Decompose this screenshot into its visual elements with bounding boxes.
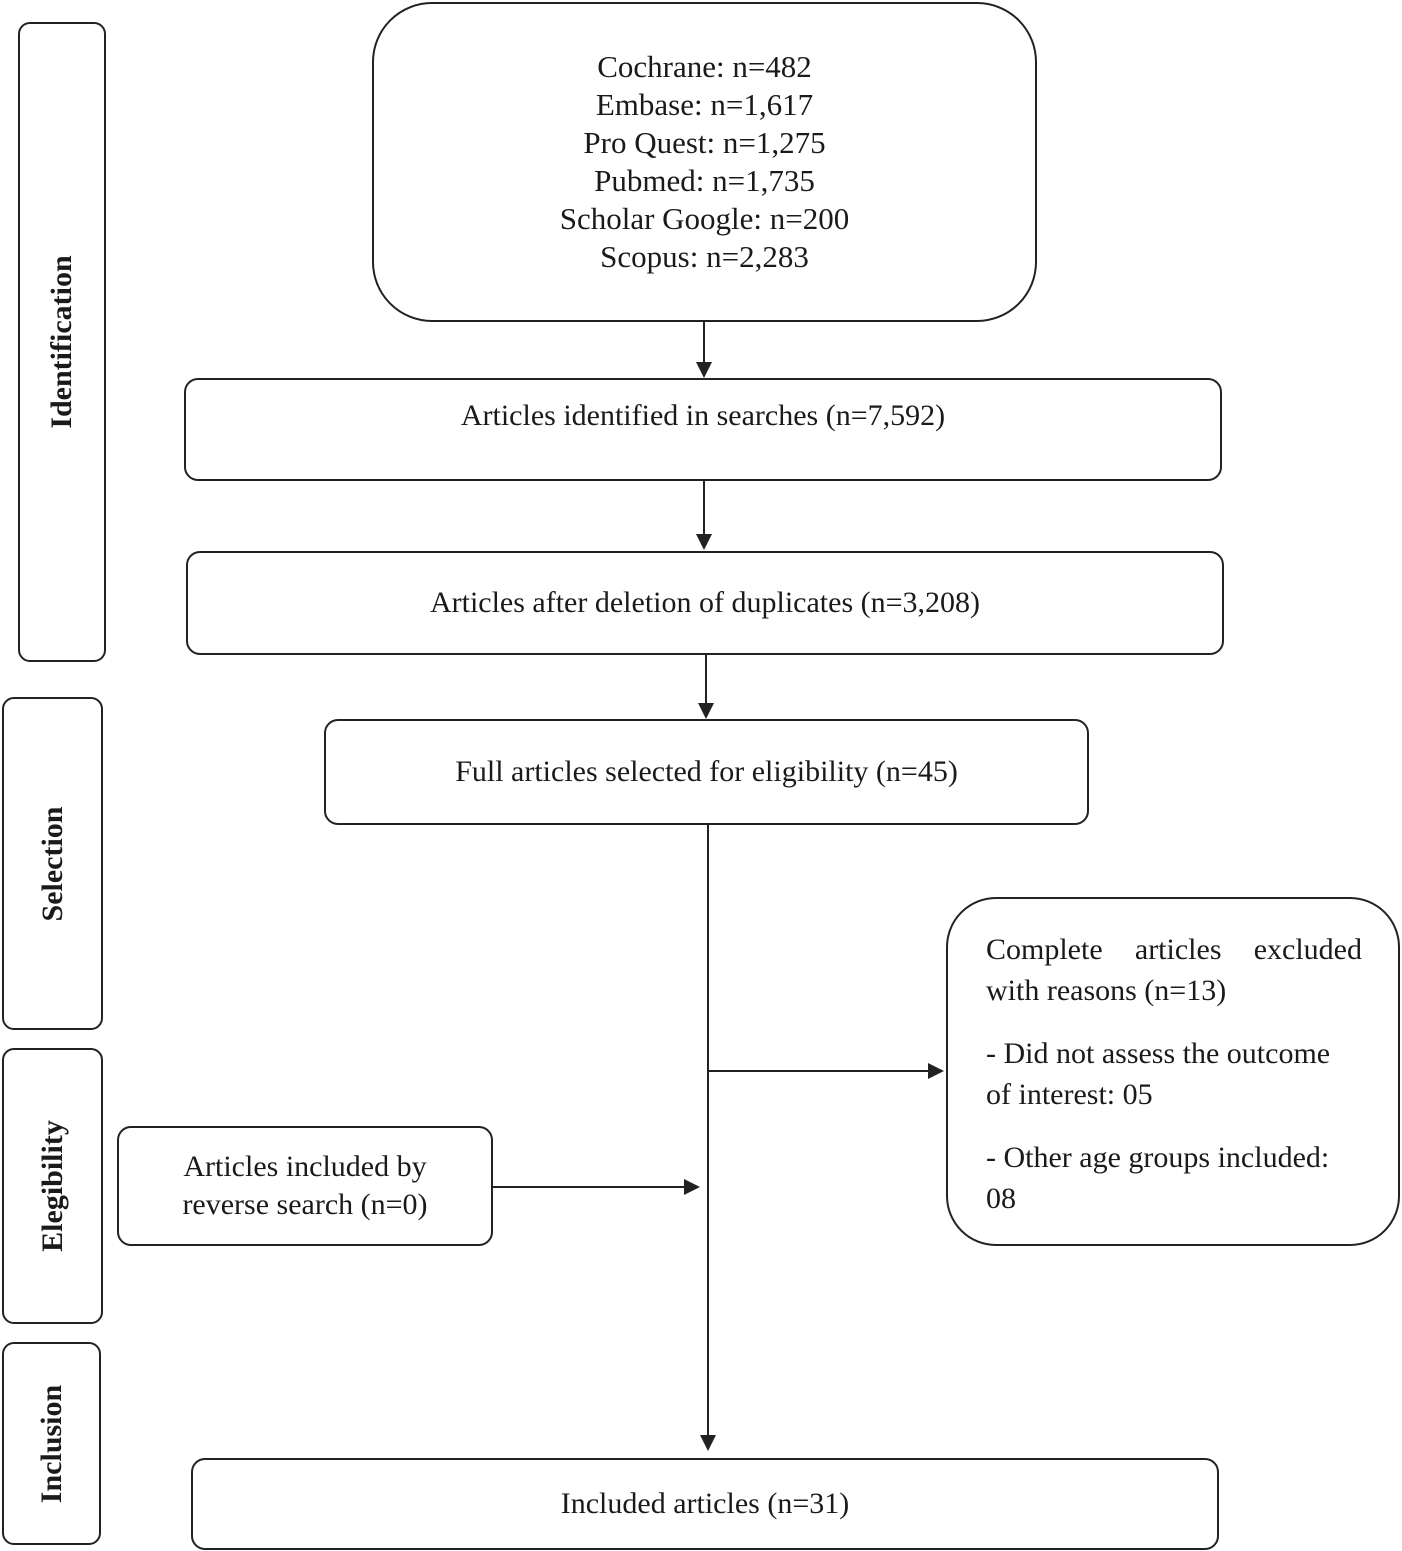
source-scopus: Scopus: n=2,283 xyxy=(600,239,809,274)
after-duplicates-box: Articles after deletion of duplicates (n… xyxy=(186,551,1224,655)
full-articles-text: Full articles selected for eligibility (… xyxy=(455,755,958,788)
connector-sources-identified xyxy=(703,322,705,364)
connector-full-included xyxy=(707,825,709,1437)
exclusion-box: Complete articles excluded with reasons … xyxy=(946,897,1400,1246)
included-articles-text: Included articles (n=31) xyxy=(560,1487,850,1520)
arrowhead-duplicates-full xyxy=(698,703,714,719)
arrowhead-identified-duplicates xyxy=(696,534,712,550)
stage-identification: Identification xyxy=(18,22,106,662)
source-embase: Embase: n=1,617 xyxy=(595,87,814,122)
full-articles-box: Full articles selected for eligibility (… xyxy=(324,719,1089,825)
source-proquest: Pro Quest: n=1,275 xyxy=(583,125,826,160)
connector-duplicates-full xyxy=(705,655,707,705)
after-duplicates-text: Articles after deletion of duplicates (n… xyxy=(429,586,981,619)
source-pubmed: Pubmed: n=1,735 xyxy=(594,163,815,198)
stage-label-identification: Identification xyxy=(45,255,78,429)
connector-to-exclusion xyxy=(709,1070,929,1072)
source-scholar-google: Scholar Google: n=200 xyxy=(559,201,850,236)
reverse-search-text: Articles included by reverse search (n=0… xyxy=(182,1150,428,1221)
included-articles-box: Included articles (n=31) xyxy=(191,1458,1219,1550)
reverse-search-box: Articles included by reverse search (n=0… xyxy=(117,1126,493,1246)
source-cochrane: Cochrane: n=482 xyxy=(597,49,812,84)
arrowhead-included xyxy=(700,1435,716,1451)
stage-eligibility: Elegibility xyxy=(2,1048,103,1324)
stage-label-inclusion: Inclusion xyxy=(34,1384,68,1503)
stage-inclusion: Inclusion xyxy=(2,1342,101,1545)
identified-articles-text: Articles identified in searches (n=7,592… xyxy=(460,399,946,432)
database-sources-box: Cochrane: n=482 Embase: n=1,617 Pro Ques… xyxy=(372,2,1037,322)
exclusion-heading: Complete articles excluded with reasons … xyxy=(986,933,1362,1007)
connector-reverse-main xyxy=(493,1186,685,1188)
arrowhead-exclusion xyxy=(928,1063,944,1079)
stage-selection: Selection xyxy=(2,697,103,1030)
connector-identified-duplicates xyxy=(703,481,705,536)
exclusion-reason-age: - Other age groups included: 08 xyxy=(986,1141,1330,1215)
exclusion-reason-outcome: - Did not assess the outcome of interest… xyxy=(986,1037,1331,1111)
identified-articles-box: Articles identified in searches (n=7,592… xyxy=(184,378,1222,481)
stage-label-selection: Selection xyxy=(35,806,69,921)
arrowhead-sources-identified xyxy=(696,362,712,378)
arrowhead-reverse-main xyxy=(684,1179,700,1195)
stage-label-eligibility: Elegibility xyxy=(35,1120,69,1252)
